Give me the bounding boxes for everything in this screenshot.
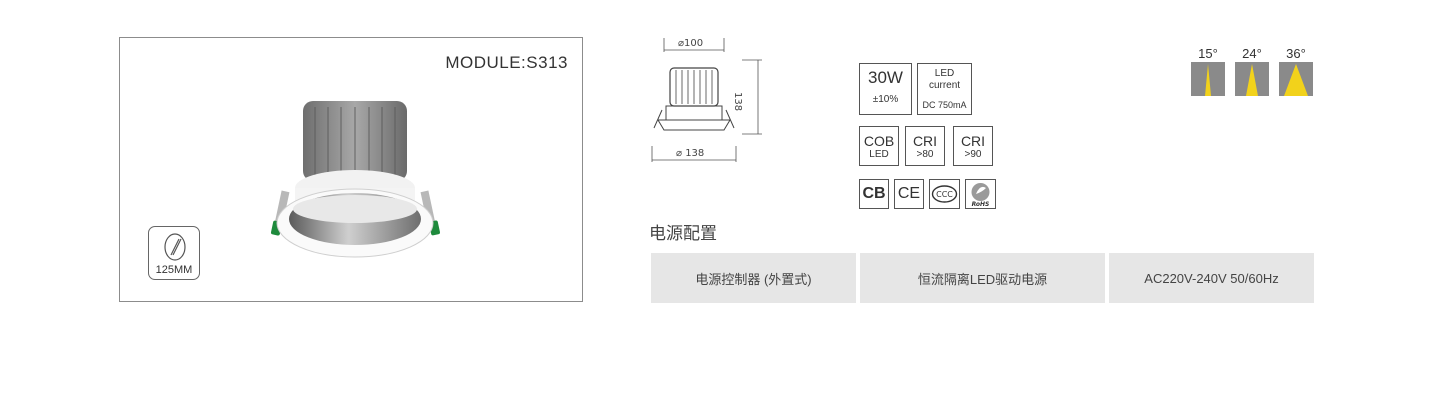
input-voltage-cell: AC220V-240V 50/60Hz xyxy=(1109,253,1314,303)
downlight-product-image xyxy=(271,101,440,258)
power-tolerance: ±10% xyxy=(872,94,899,105)
beam-angle-15-label: 15° xyxy=(1198,46,1218,61)
beam-angle-36-label: 36° xyxy=(1286,46,1306,61)
dimension-drawing-lines xyxy=(651,38,762,162)
top-diameter-label: ⌀100 xyxy=(678,38,704,49)
cri90-value: >90 xyxy=(964,149,982,160)
beam-angle-24-label: 24° xyxy=(1242,46,1262,61)
beam-angle-24-icon xyxy=(1235,62,1269,96)
cutout-size-badge: 125MM xyxy=(148,226,200,280)
led-current-spec-box: LED current DC 750mA xyxy=(917,63,972,115)
height-label: 138 xyxy=(732,92,743,112)
power-controller-cell: 电源控制器 (外置式) xyxy=(651,253,856,303)
led-current-title-2: current xyxy=(928,80,961,91)
beam-angle-15-icon xyxy=(1191,62,1225,96)
cob-sub-label: LED xyxy=(869,149,889,160)
cri80-value: >80 xyxy=(916,149,934,160)
ce-cert-icon: CE xyxy=(894,179,924,209)
beam-angle-36-icon xyxy=(1279,62,1313,96)
product-image-panel: MODULE:S313 xyxy=(119,37,583,302)
ccc-logo: CCC xyxy=(931,185,958,203)
cutout-size-label: 125MM xyxy=(155,264,193,276)
rohs-logo: RoHS xyxy=(971,183,990,208)
power-config-title: 电源配置 xyxy=(649,224,717,243)
cri90-spec-box: CRI >90 xyxy=(953,126,993,166)
power-spec-box: 30W ±10% xyxy=(859,63,912,115)
driver-type-cell: 恒流隔离LED驱动电源 xyxy=(860,253,1105,303)
cri80-label: CRI xyxy=(912,133,938,149)
cri90-label: CRI xyxy=(960,133,986,149)
svg-text:CCC: CCC xyxy=(936,190,953,199)
cri80-spec-box: CRI >80 xyxy=(905,126,945,166)
cutout-icon xyxy=(164,233,186,261)
ccc-cert-icon: CCC xyxy=(929,179,960,209)
cob-label: COB xyxy=(863,133,895,149)
led-current-title-1: LED xyxy=(934,68,955,79)
power-value: 30W xyxy=(868,68,903,87)
module-label: MODULE:S313 xyxy=(445,53,568,72)
rohs-cert-icon: RoHS xyxy=(965,179,996,209)
dimension-drawing: ⌀100 138 ⌀ 138 xyxy=(640,30,770,165)
cob-spec-box: COB LED xyxy=(859,126,899,166)
bottom-diameter-label: ⌀ 138 xyxy=(676,148,705,159)
led-current-value: DC 750mA xyxy=(922,100,967,110)
svg-text:RoHS: RoHS xyxy=(972,201,990,208)
cb-cert-icon: CB xyxy=(859,179,889,209)
